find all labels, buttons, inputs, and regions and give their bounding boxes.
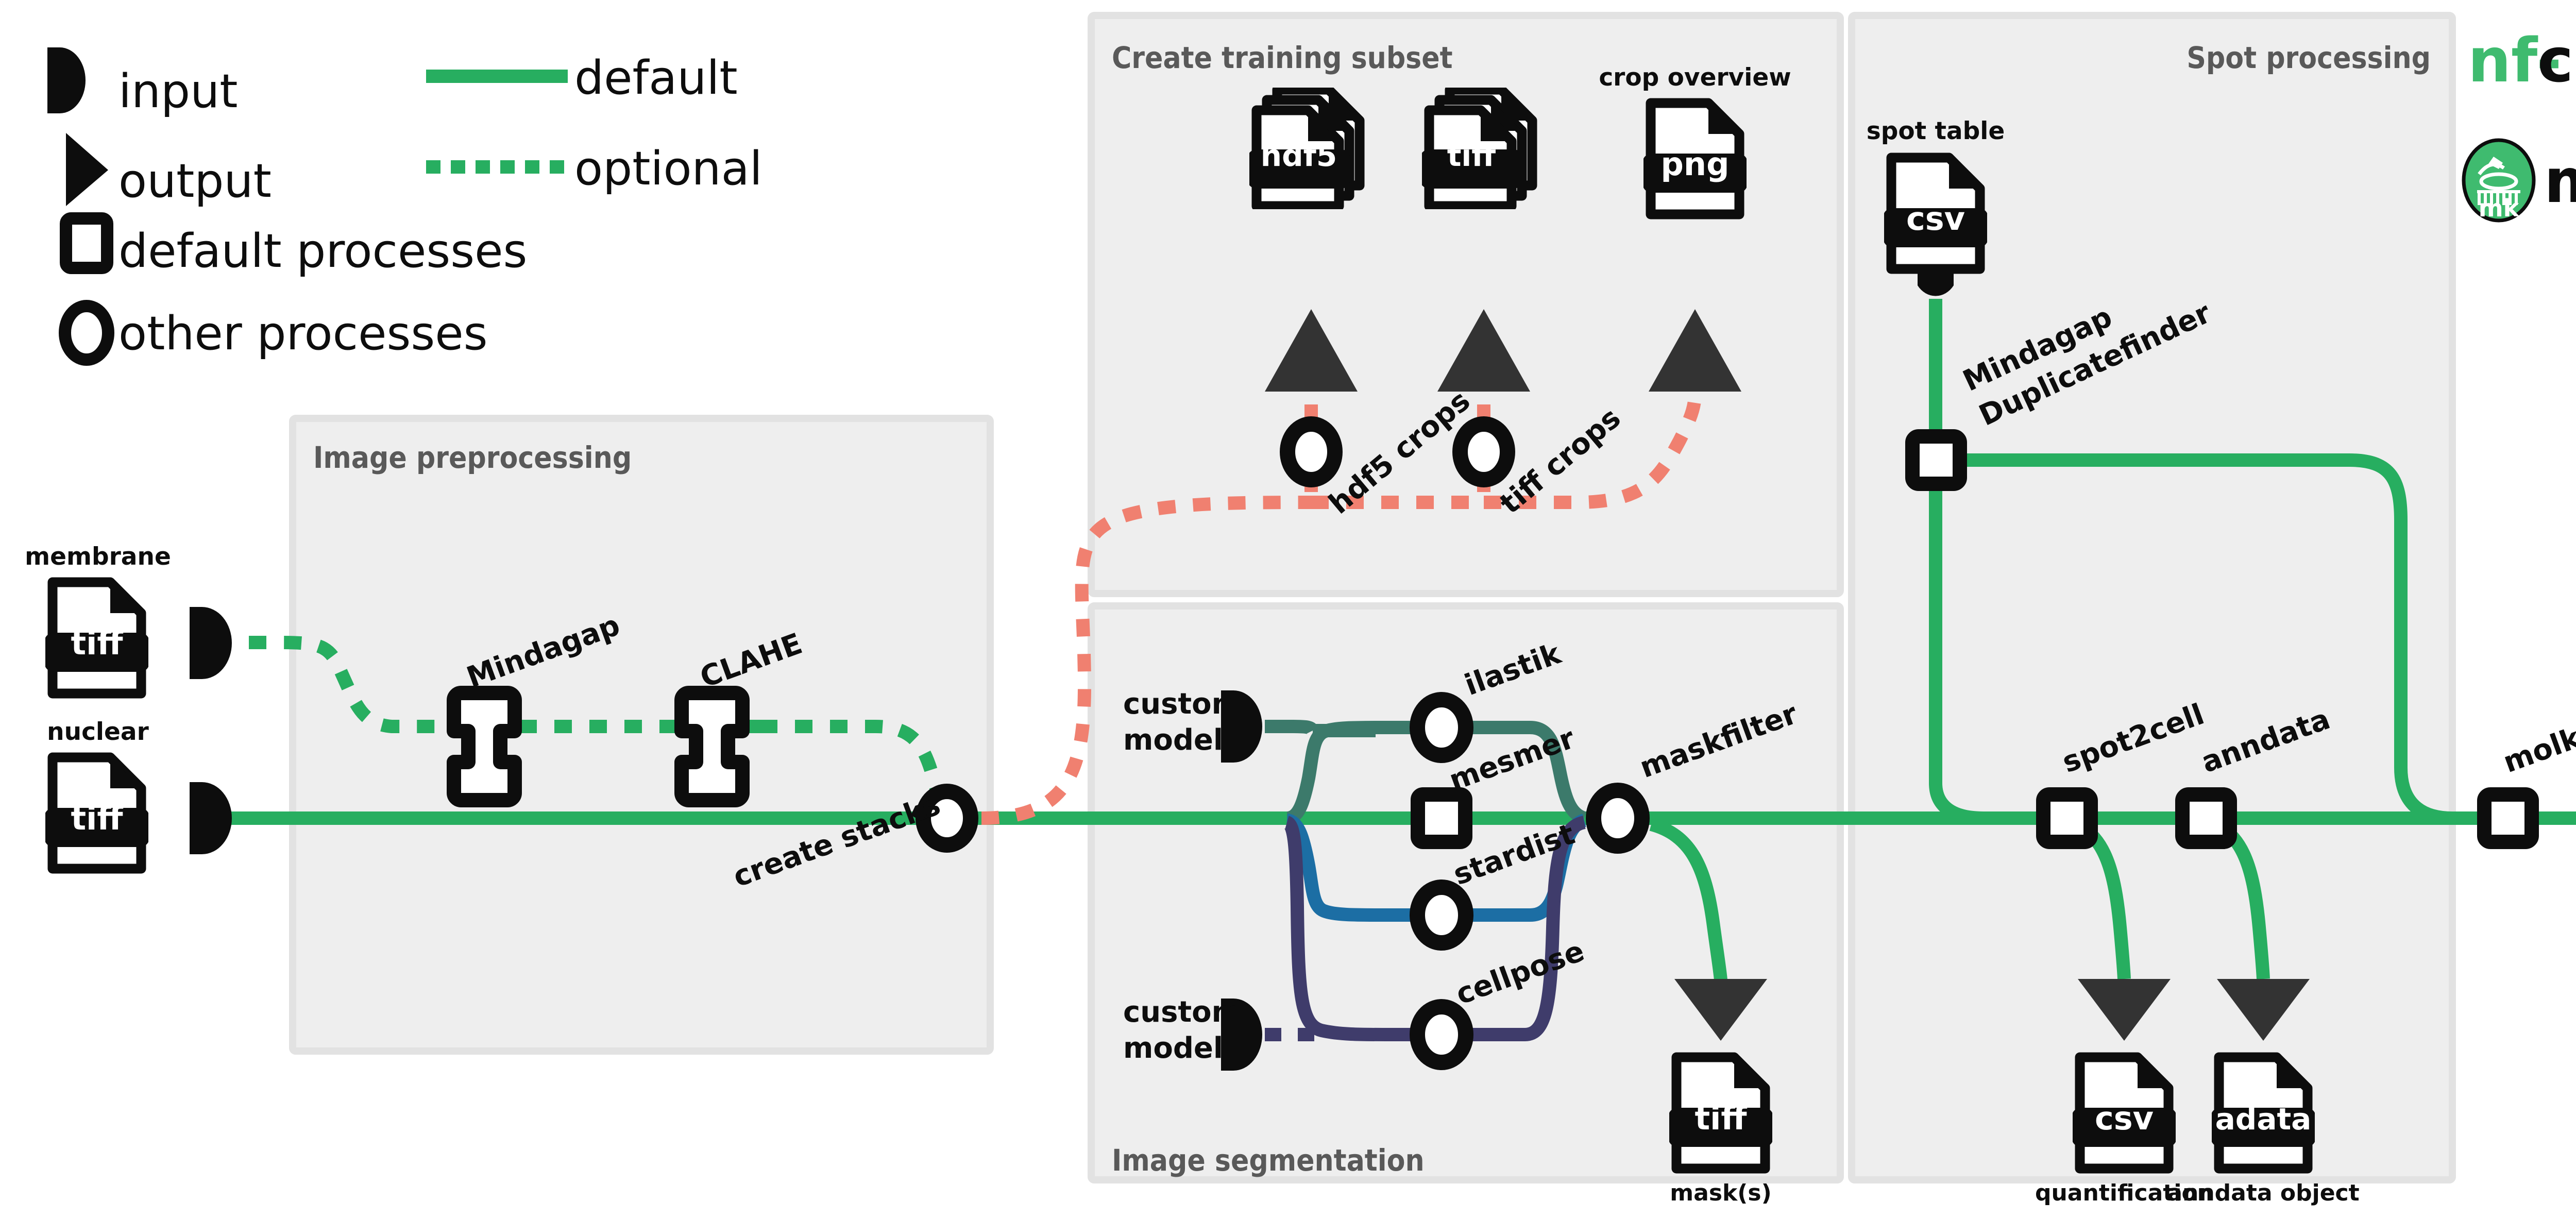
file-type-label: csv	[2095, 1099, 2154, 1137]
file-type-label: hdf5	[1261, 138, 1337, 173]
output-triangle-icon	[2217, 979, 2310, 1041]
process-node-spot2cell[interactable]	[2036, 787, 2098, 849]
brand-core: core/	[2537, 25, 2576, 96]
legend-label-output: output	[118, 154, 272, 208]
caption-spot-table: spot table	[1867, 117, 2005, 145]
process-node-tiff-crops[interactable]	[1452, 416, 1515, 487]
legend-label-default: default	[574, 51, 738, 105]
output-triangle-icon	[1674, 979, 1767, 1041]
label-custom-model-bottom-line2: model	[1123, 1031, 1223, 1065]
file-type-label: tiff	[71, 800, 123, 837]
file-type-label: tiff	[1447, 138, 1497, 173]
process-node-mindagap-duplicatefinder[interactable]	[1905, 429, 1967, 491]
caption-quantification: quantification	[2035, 1180, 2213, 1206]
badge-text: mk	[2479, 194, 2520, 222]
legend-label-other-processes: other processes	[118, 307, 487, 361]
panel-title-spot: Spot processing	[2187, 40, 2431, 75]
file-png-icon: png	[1642, 103, 1748, 214]
output-triangle-icon	[2078, 979, 2171, 1041]
edge-maskfilter-to-masks	[1649, 818, 1727, 981]
edge-ilastik-branch	[1265, 720, 1587, 825]
caption-anndata-object: anndata object	[2167, 1180, 2359, 1206]
input-halfdisc-icon	[47, 47, 86, 113]
process-node-create-stacks[interactable]	[916, 784, 978, 853]
output-triangle-icon	[1649, 309, 1741, 392]
input-connectors	[190, 267, 1954, 1071]
legend-item-other-process: other processes	[59, 300, 487, 366]
file-tiff-icon: tiff	[44, 757, 149, 869]
label-custom-model-bottom-line1: custom	[1123, 995, 1242, 1029]
panel-title-segmentation: Image segmentation	[1112, 1143, 1425, 1178]
process-node-clahe[interactable]	[674, 686, 750, 807]
label-molkartqc: molkartqc	[2499, 692, 2576, 780]
output-triangle-icon	[1265, 309, 1358, 392]
process-node-stardist[interactable]	[1410, 879, 1473, 951]
brand-prefix: nf-	[2468, 25, 2562, 96]
process-node-maskfilter[interactable]	[1586, 783, 1650, 854]
other-process-circle-icon	[59, 300, 114, 366]
file-type-label: tiff	[71, 624, 123, 662]
process-node-mindagap[interactable]	[447, 686, 522, 807]
panel-title-training: Create training subset	[1112, 40, 1453, 75]
legend-item-default-line: default	[426, 51, 738, 105]
label-custom-model-top-line2: model	[1123, 723, 1223, 757]
caption-membrane: membrane	[25, 543, 171, 571]
caption-nuclear: nuclear	[47, 718, 149, 746]
label-custom-model-top-line1: custom	[1123, 687, 1242, 721]
input-halfdisc-icon	[190, 607, 232, 679]
process-node-molkartqc[interactable]	[2477, 787, 2539, 849]
file-type-label: adata	[2215, 1102, 2312, 1137]
microscope-badge-icon: mk	[2462, 138, 2536, 223]
input-halfdisc-icon	[1221, 690, 1262, 763]
output-triangle-icon	[1437, 309, 1530, 392]
legend-item-output: output	[66, 133, 272, 208]
process-node-ilastik[interactable]	[1410, 692, 1473, 763]
process-node-mesmer[interactable]	[1411, 787, 1472, 849]
file-tiff-icon: tiff	[1668, 1057, 1773, 1169]
process-node-hdf5-crops[interactable]	[1280, 416, 1343, 487]
input-halfdisc-icon	[1918, 267, 1954, 296]
caption-crop-overview: crop overview	[1599, 63, 1791, 92]
legend-item-optional-line: optional	[426, 142, 762, 196]
output-arrowheads	[1265, 309, 2310, 1041]
file-stack-hdf5-icon: hdf5	[1247, 90, 1360, 206]
legend-item-input: input	[47, 47, 238, 119]
legend-item-default-process: default processes	[60, 212, 527, 278]
input-halfdisc-icon	[1221, 999, 1262, 1071]
file-type-label: csv	[1906, 200, 1965, 238]
edge-cellpose-branch	[1265, 816, 1586, 1041]
brand-name: molkart	[2544, 145, 2576, 216]
legend-label-default-processes: default processes	[118, 224, 527, 278]
file-type-label: tiff	[1694, 1099, 1747, 1137]
panel-spot-processing	[1848, 12, 2456, 1183]
file-tiff-icon: tiff	[44, 582, 149, 693]
file-adata-icon: adata	[2211, 1057, 2316, 1169]
brand-logo: nf- core/ mk m	[2462, 25, 2576, 223]
panel-title-preprocessing: Image preprocessing	[313, 440, 632, 475]
file-csv-icon: csv	[1883, 158, 1988, 269]
process-node-cellpose[interactable]	[1410, 999, 1473, 1070]
legend-label-input: input	[118, 64, 238, 119]
file-stack-tiff-icon: tiff	[1420, 90, 1532, 206]
file-csv-icon: csv	[2072, 1057, 2177, 1169]
caption-masks: mask(s)	[1670, 1180, 1771, 1206]
panel-image-preprocessing	[289, 415, 994, 1055]
legend-label-optional: optional	[574, 142, 762, 196]
output-triangle-icon	[66, 133, 108, 206]
file-type-label: png	[1661, 145, 1730, 183]
process-node-anndata[interactable]	[2175, 787, 2237, 849]
legend: input output default processes other pro…	[47, 47, 762, 366]
input-halfdisc-icon	[190, 782, 232, 854]
edge-spot-table	[1929, 299, 2509, 825]
